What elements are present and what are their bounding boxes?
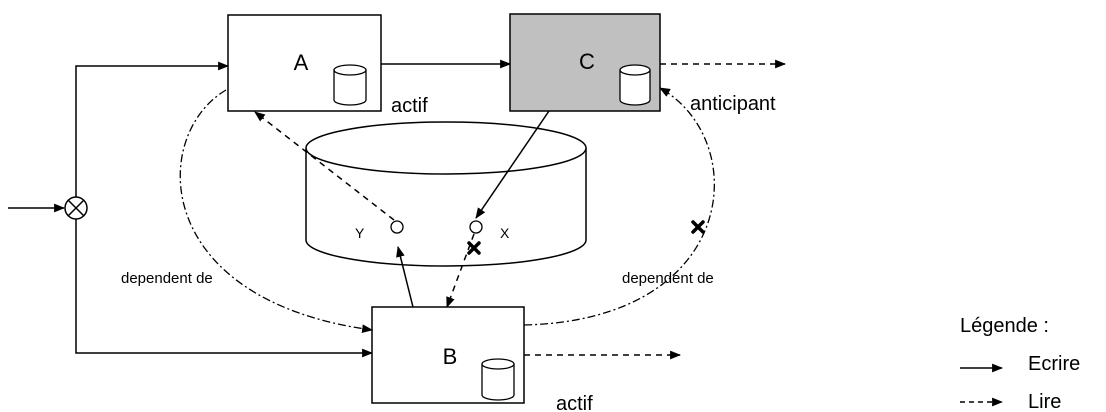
b-to-y-write-arrow — [396, 245, 414, 308]
node-c-state: anticipant — [690, 93, 776, 115]
node-a: A — [227, 14, 382, 112]
node-a-database-icon — [333, 64, 367, 106]
node-c-label: C — [579, 49, 595, 74]
shared-store — [305, 121, 587, 267]
node-a-state: actif — [391, 95, 428, 117]
dependency-right-label: dependent de — [622, 270, 714, 287]
item-x-label: X — [500, 225, 510, 241]
c-to-x-write-arrow — [475, 110, 550, 219]
dependency-left-label: dependent de — [121, 270, 213, 287]
node-b-database-icon — [481, 358, 515, 401]
node-b: B — [371, 306, 525, 404]
blocked-dependency-cross-icon — [691, 220, 705, 234]
blocked-read-cross-icon — [467, 241, 481, 255]
merge-junction — [64, 196, 88, 220]
legend-read-label: Lire — [1028, 391, 1061, 412]
input-to-a-line — [75, 61, 230, 197]
legend-title: Légende : — [960, 315, 1049, 337]
dependency-b-to-c — [523, 87, 715, 326]
item-y-label: Y — [355, 225, 365, 241]
node-c-database-icon — [619, 64, 651, 106]
dependency-a-to-b — [179, 89, 374, 334]
item-y-port — [390, 220, 404, 234]
node-c: C — [509, 13, 661, 112]
node-b-state: actif — [556, 393, 593, 412]
node-b-label: B — [443, 344, 458, 369]
y-to-a-read-arrow — [254, 111, 395, 221]
item-x-port — [469, 220, 483, 234]
input-to-b-line — [75, 219, 374, 358]
node-a-label: A — [294, 50, 309, 75]
legend-write-label: Ecrire — [1028, 353, 1080, 375]
x-to-b-read-arrow — [446, 233, 475, 309]
legend: Légende : Ecrire Lire — [960, 315, 1080, 412]
